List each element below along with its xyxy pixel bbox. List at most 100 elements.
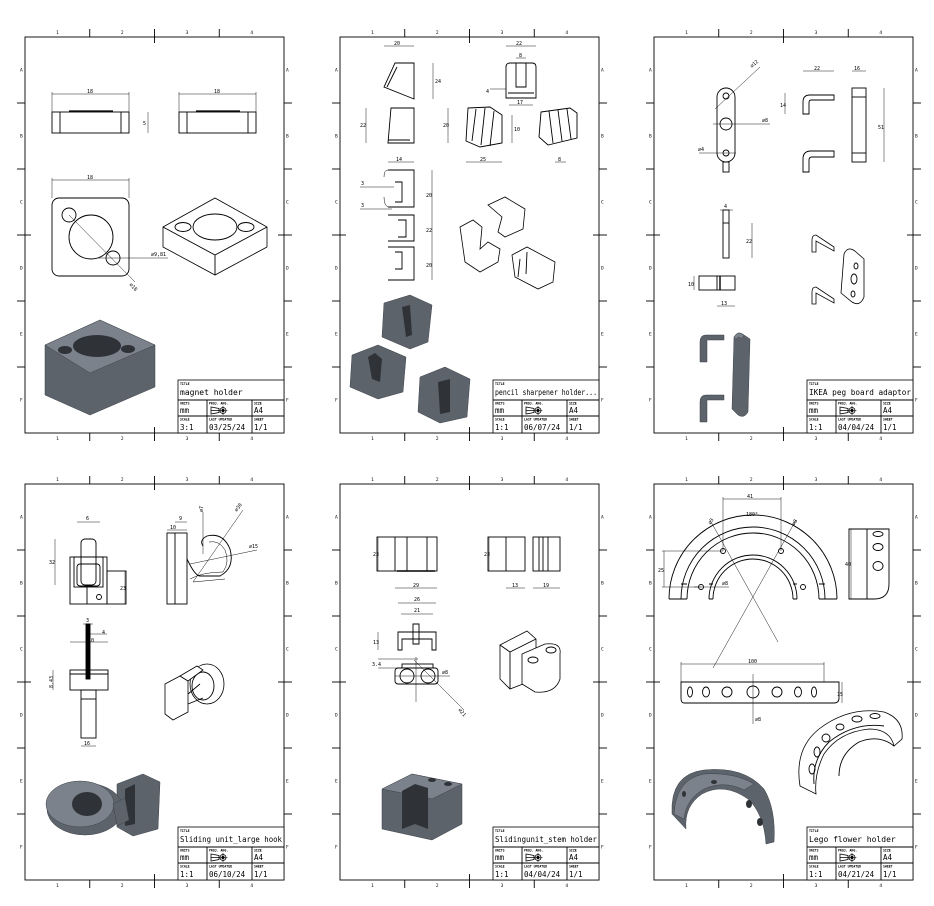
title-block: [492, 826, 600, 881]
sheet-value: 1/1: [254, 870, 268, 879]
zone-row-label: C: [649, 647, 652, 653]
title-label: TITLE: [809, 829, 819, 833]
zone-column-label: 1: [56, 436, 59, 442]
dimension-label: 13: [721, 301, 727, 307]
front-view: 23 29: [373, 536, 438, 589]
zone-column-label: 3: [501, 477, 504, 483]
sheet-label: SHEET: [254, 418, 264, 422]
sheet-value: 1/1: [883, 423, 897, 432]
bracket-views: 22 14 16 51: [780, 66, 885, 173]
scale-value: 1:1: [180, 870, 194, 879]
zone-row-label: F: [286, 845, 289, 851]
zone-row-label: A: [20, 515, 23, 521]
zone-row-label: B: [601, 581, 604, 587]
zone-row-label: C: [286, 647, 289, 653]
zone-row-label: B: [601, 134, 604, 140]
dimension-label: ⌀3: [707, 518, 715, 526]
zone-column-label: 4: [250, 436, 253, 442]
dimension-label: 26: [414, 597, 420, 603]
dimension-label: 22: [516, 41, 522, 47]
dimension-label: 17: [517, 100, 523, 106]
dimension-label: 10: [88, 638, 94, 644]
zone-column-label: 2: [436, 436, 439, 442]
zone-column-label: 4: [565, 436, 568, 442]
zone-column-label: 3: [501, 436, 504, 442]
units-value: mm: [180, 406, 190, 415]
scale-value: 1:1: [809, 870, 823, 879]
zone-row-label: F: [601, 398, 604, 404]
sheet-value: 1/1: [569, 423, 583, 432]
zone-row-label: C: [601, 647, 604, 653]
size-label: SIZE: [569, 849, 577, 853]
sheet-label: SHEET: [569, 865, 579, 869]
projection-label: PROJ. ANG.: [838, 402, 857, 406]
zone-column-label: 2: [121, 883, 124, 889]
dimension-label: ⌀30: [234, 502, 244, 513]
dimension-label: 22: [360, 123, 366, 129]
projection-cone-shape: [210, 406, 220, 415]
sheet-value: 1/1: [254, 423, 268, 432]
last-updated-value: 03/25/24: [209, 423, 246, 432]
rendered-3d-view: [44, 319, 156, 416]
sheet-label: SHEET: [254, 865, 264, 869]
dimension-label: ⌀8: [722, 581, 728, 587]
size-value: A4: [254, 406, 264, 415]
title-label: TITLE: [180, 829, 190, 833]
dimension-label: 16: [84, 741, 90, 747]
third-angle-projection-icon: [839, 406, 857, 415]
zone-column-label: 2: [121, 436, 124, 442]
arch-front-view: 41 180° ⌀3 ⌀8 25 ⌀8: [658, 494, 838, 669]
size-value: A4: [883, 406, 893, 415]
zone-column-label: 4: [879, 477, 882, 483]
scale-label: SCALE: [809, 865, 819, 869]
isometric-view: [164, 663, 225, 721]
zone-column-label: 4: [565, 30, 568, 36]
scale-label: SCALE: [809, 418, 819, 422]
zone-row-label: F: [335, 398, 338, 404]
dimension-label: 3: [86, 618, 89, 624]
projection-crosshair: [847, 406, 857, 415]
dimension-label: 10: [688, 282, 694, 288]
zone-row-label: D: [335, 266, 338, 272]
dimension-label: 10: [514, 127, 520, 133]
projection-cone-shape: [525, 853, 535, 862]
sheet-value: 1/1: [569, 870, 583, 879]
zone-column-label: 3: [186, 477, 189, 483]
zone-row-label: E: [915, 779, 918, 785]
top-view: 26 21 13 3.4 ⌀8 ⌀21: [372, 597, 467, 718]
zone-column-label: 2: [121, 30, 124, 36]
side-views: 23 13 19: [484, 536, 561, 589]
zone-row-label: C: [286, 200, 289, 206]
zone-row-label: F: [286, 398, 289, 404]
zone-row-label: F: [915, 845, 918, 851]
third-angle-projection-icon: [525, 406, 543, 415]
zone-row-label: E: [335, 332, 338, 338]
zone-column-label: 2: [436, 30, 439, 36]
zone-row-label: D: [20, 266, 23, 272]
drum-views: 20 10 25 8: [443, 106, 578, 163]
rendered-3d-view: [45, 773, 161, 837]
zone-row-label: F: [649, 398, 652, 404]
last-updated-value: 04/21/24: [838, 870, 875, 879]
units-value: mm: [495, 406, 505, 415]
zone-column-label: 4: [879, 436, 882, 442]
dimension-label: 20: [394, 41, 400, 47]
zone-column-label: 1: [371, 477, 374, 483]
dimension-label: 25: [658, 568, 664, 574]
last-updated-value: 06/10/24: [209, 870, 246, 879]
zone-column-label: 4: [565, 477, 568, 483]
zone-row-label: A: [601, 68, 604, 74]
zone-column-label: 2: [121, 477, 124, 483]
sheet-value: 1/1: [883, 870, 897, 879]
units-label: UNITS: [809, 849, 819, 853]
dimension-label: ⌀18: [128, 282, 139, 293]
zone-row-label: A: [286, 68, 289, 74]
last-updated-value: 06/07/24: [524, 423, 561, 432]
zone-row-label: D: [286, 266, 289, 272]
dimension-label: 3: [361, 203, 364, 209]
zone-row-label: A: [915, 515, 918, 521]
rendered-3d-view: [699, 332, 751, 423]
projection-label: PROJ. ANG.: [209, 849, 228, 853]
zone-row-label: A: [915, 68, 918, 74]
